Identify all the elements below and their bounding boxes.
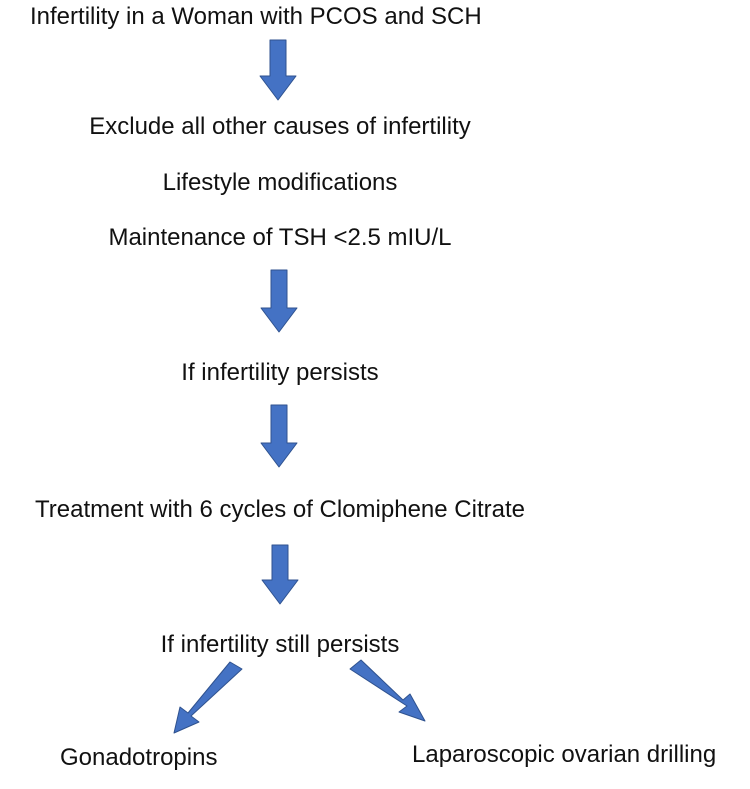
flowchart-title: Infertility in a Woman with PCOS and SCH	[30, 3, 482, 30]
step-still-persists: If infertility still persists	[160, 631, 400, 658]
down-arrow-4	[261, 544, 299, 605]
step-tsh: Maintenance of TSH <2.5 mIU/L	[108, 224, 452, 251]
option-gonadotropins: Gonadotropins	[60, 744, 218, 771]
step-exclude-causes: Exclude all other causes of infertility	[89, 113, 471, 140]
down-arrow-1	[259, 39, 297, 101]
option-ovarian-drilling: Laparoscopic ovarian drilling	[412, 741, 717, 768]
step-infertility-persists: If infertility persists	[181, 359, 379, 386]
down-arrow-3	[260, 404, 298, 468]
down-arrow-2	[260, 269, 298, 333]
diagonal-arrow-right	[349, 659, 426, 722]
diagonal-arrow-left	[173, 661, 243, 734]
step-lifestyle: Lifestyle modifications	[162, 169, 398, 196]
step-clomiphene: Treatment with 6 cycles of Clomiphene Ci…	[35, 496, 525, 523]
